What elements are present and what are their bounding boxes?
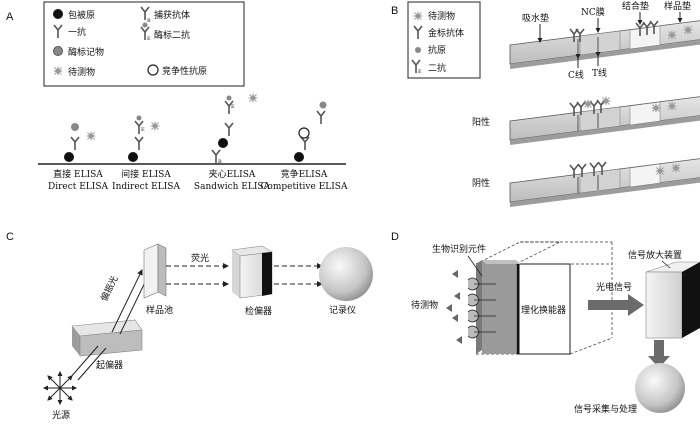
legend-enzyme-secondary: 酶标二抗 [154, 29, 190, 41]
bio-element-plate [476, 260, 520, 354]
light-source-label: 光源 [52, 409, 70, 421]
legend-primary-antibody: 一抗 [68, 26, 86, 38]
fluorescence-label: 荧光 [191, 252, 209, 264]
processing-label: 信号采集与处理 [574, 403, 637, 415]
panel-b-legend: 待测物 金标抗体 抗原 E 二抗 [407, 1, 481, 79]
indirect-enzyme-letter: E [141, 127, 145, 133]
panel-b: B 待测物 金标抗体 抗原 E 二抗 [391, 0, 700, 207]
legend-analyte: 待测物 [68, 66, 95, 78]
b-antigen-icon [415, 47, 421, 53]
analyzer-label: 检偏器 [245, 305, 272, 317]
amplifier-box [645, 261, 700, 339]
label-absorbent-pad: 吸水垫 [522, 12, 549, 24]
transducer-box [475, 241, 613, 355]
lfia-strip-negative [509, 158, 700, 207]
amplifier-label: 信号放大装置 [628, 249, 682, 261]
panel-a-legend: 包被原 B 捕获抗体 一抗 E 酶标二抗 酶标记物 待测物 竞争性抗原 [43, 1, 245, 87]
b-legend-antigen: 抗原 [428, 44, 446, 56]
d-analyte-label: 待测物 [411, 299, 438, 311]
d-analyte-markers [446, 270, 462, 344]
panel-d-letter: D [391, 231, 399, 243]
b-secondary-sub: E [418, 69, 422, 75]
panel-c: C 光源 起偏器 偏振光 样品池 [6, 231, 373, 421]
sandwich-enzyme-letter: E [231, 104, 235, 110]
label-t-line: T线 [592, 67, 607, 79]
legend-capture-antibody: 捕获抗体 [154, 9, 190, 21]
b-legend-analyte: 待测物 [428, 10, 455, 22]
capture-sub-label: B [147, 18, 151, 24]
enzyme-secondary-sub: E [147, 36, 151, 42]
indirect-elisa-en: Indirect ELISA [112, 182, 180, 192]
polarized-light-label: 偏振光 [98, 274, 121, 304]
b-analyte-icon [412, 10, 424, 22]
bio-element-label: 生物识别元件 [432, 243, 486, 255]
coating-antigen-icon [53, 9, 63, 19]
competitive-elisa-en: Competitive ELISA [261, 182, 348, 192]
label-conjugate-pad: 结合垫 [622, 0, 649, 12]
panel-b-letter: B [391, 5, 398, 17]
direct-elisa-scheme [64, 123, 97, 162]
lfia-strip-positive [509, 95, 700, 145]
negative-label: 阴性 [472, 177, 490, 189]
process-arrow [648, 340, 670, 368]
analyzer-block [231, 245, 273, 299]
competitive-elisa-scheme [294, 101, 327, 162]
recorder-sphere [319, 247, 373, 301]
analyte-icon [52, 65, 64, 77]
legend-coating-antigen: 包被原 [68, 9, 95, 21]
legend-enzyme-marker: 酶标记物 [68, 46, 104, 58]
panel-a-letter: A [6, 11, 14, 23]
legend-competitive-antigen: 竞争性抗原 [162, 65, 207, 77]
recorder-label: 记录仪 [329, 305, 356, 316]
b-legend-gold-antibody: 金标抗体 [428, 27, 464, 39]
sandwich-capture-letter: B [218, 159, 222, 165]
indirect-elisa-scheme: E [128, 115, 161, 162]
sandwich-elisa-scheme: B E [211, 92, 259, 165]
direct-elisa-en: Direct ELISA [48, 182, 109, 192]
label-c-line: C线 [568, 69, 584, 81]
lfia-strip-top [509, 20, 700, 69]
bio-receptors [467, 277, 496, 339]
sandwich-elisa-en: Sandwich ELISA [194, 182, 271, 192]
label-sample-pad: 样品垫 [664, 0, 691, 12]
enzyme-secondary-icon [140, 22, 150, 41]
processing-sphere [635, 363, 685, 413]
photo-signal-arrow [588, 294, 644, 316]
transducer-label: 理化换能器 [521, 304, 566, 316]
panel-c-letter: C [6, 231, 14, 243]
polarizer-block [71, 319, 143, 357]
positive-label: 阳性 [472, 116, 490, 128]
indirect-elisa-zh: 间接 ELISA [121, 168, 171, 180]
label-nc-membrane: NC膜 [581, 7, 605, 18]
sandwich-elisa-zh: 夹心ELISA [209, 168, 256, 180]
sample-cell-label: 样品池 [146, 304, 173, 316]
competitive-elisa-zh: 竞争ELISA [281, 168, 328, 180]
polarizer-label: 起偏器 [96, 359, 123, 371]
sample-cell [143, 243, 167, 299]
photo-signal-label: 光电信号 [596, 281, 632, 293]
competitive-antigen-icon [147, 64, 159, 76]
direct-elisa-zh: 直接 ELISA [53, 168, 103, 180]
b-legend-secondary: 二抗 [428, 62, 446, 74]
enzyme-marker-icon [53, 46, 63, 56]
panel-a: A 包被原 B 捕获抗体 一抗 E 酶标二抗 酶标记物 待测物 竞争性抗原 [6, 1, 348, 192]
panel-d: D 理化换能器 [391, 231, 700, 415]
